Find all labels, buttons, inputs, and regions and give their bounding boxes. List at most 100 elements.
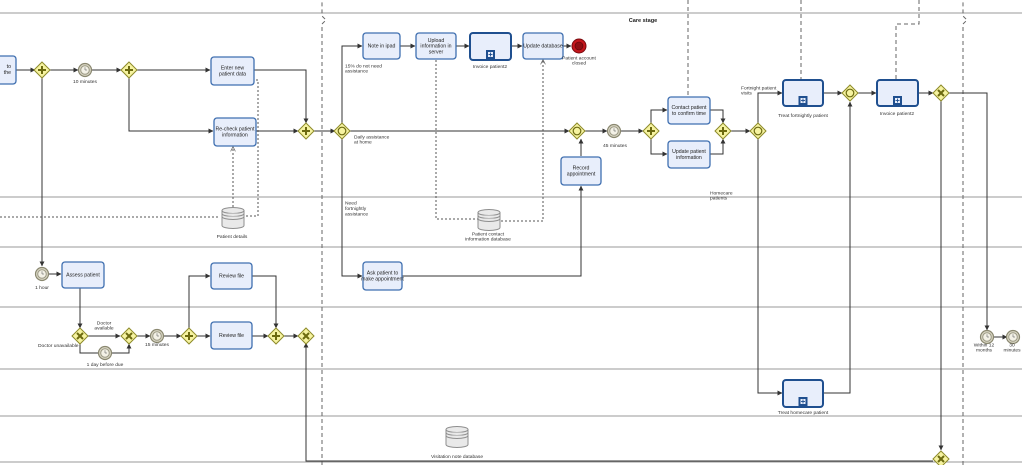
- task-assess-patient[interactable]: Assess patient: [61, 261, 105, 289]
- task-review-file-upper[interactable]: Review file: [210, 262, 253, 290]
- timer-event-1-hour: [34, 266, 50, 282]
- inclusive-gateway-8[interactable]: [749, 122, 767, 140]
- datastore-patient-details-label: Patient details: [217, 234, 248, 240]
- exclusive-gateway-16[interactable]: [932, 450, 950, 465]
- label-doctor-unavailable: Doctor unavailable: [38, 343, 79, 349]
- timer-event-1-day-before-due: [97, 345, 113, 361]
- exclusive-gateway-15[interactable]: [297, 327, 315, 345]
- timer-event-45-minutes: [606, 123, 622, 139]
- timer-event-within-12-months: [979, 329, 995, 345]
- inclusive-gateway-4[interactable]: [333, 122, 351, 140]
- end-event-patient-account-closed: [571, 38, 587, 54]
- task-update-database-label: Update database: [523, 44, 563, 50]
- exclusive-gateway-10[interactable]: [932, 84, 950, 102]
- task-partial-left-line1: to: [7, 64, 11, 70]
- parallel-gateway-13[interactable]: [180, 327, 198, 345]
- timer-event-10-minutes: [77, 62, 93, 78]
- task-partial-left-line2: the: [4, 70, 11, 76]
- datastore-patient-details: Patient details: [217, 207, 248, 240]
- subprocess-invoice-patient2-b-label: Invoice patient2: [880, 111, 915, 117]
- subprocess-treat-homecare-label: Treat homecare patient: [778, 410, 829, 416]
- datastore-visitation-note-db-label: Visitation note database: [431, 454, 483, 460]
- care-stage-title: Care stage: [629, 18, 658, 24]
- label-ten-minutes: 10 minutes: [73, 79, 97, 85]
- timer-event-15-minutes: [149, 328, 165, 344]
- task-assess-patient-label: Assess patient: [66, 273, 100, 279]
- label-forty-five-minutes: 45 minutes: [603, 143, 627, 149]
- inclusive-gateway-5[interactable]: [568, 122, 586, 140]
- parallel-gateway-6[interactable]: [642, 122, 660, 140]
- clock-icon: [1012, 334, 1015, 338]
- subprocess-invoice-patient2-a[interactable]: Invoice patient2: [469, 32, 512, 70]
- label-fifteen-minutes: 15 minutes: [145, 342, 169, 348]
- task-review-file-upper-label: Review file: [219, 274, 244, 280]
- parallel-gateway-14[interactable]: [267, 327, 285, 345]
- collapsed-marker-icon: [798, 96, 808, 105]
- parallel-gateway-1[interactable]: [33, 61, 51, 79]
- datastore-visitation-note-db: Visitation note database: [431, 426, 483, 460]
- parallel-gateway-2[interactable]: [120, 61, 138, 79]
- sequence-flows: [16, 43, 1008, 462]
- inclusive-gateway-9[interactable]: [841, 84, 859, 102]
- subprocess-treat-homecare[interactable]: Treat homecare patient: [778, 379, 829, 416]
- clock-icon: [104, 350, 107, 354]
- timer-event-30-minutes: [1005, 329, 1021, 345]
- parallel-gateway-3[interactable]: [297, 122, 315, 140]
- task-review-file-lower[interactable]: Review file: [210, 321, 253, 350]
- clock-icon: [156, 333, 159, 337]
- parallel-gateway-7[interactable]: [714, 122, 732, 140]
- subprocess-invoice-patient2-a-label: Invoice patient2: [473, 64, 508, 70]
- task-update-database[interactable]: Update database: [522, 32, 564, 60]
- data-associations: [0, 0, 920, 222]
- exclusive-gateway-12[interactable]: [120, 327, 138, 345]
- task-note-in-ipad-label: Note in ipad: [368, 44, 396, 50]
- subprocess-treat-fortnightly[interactable]: Treat fortnightly patient: [778, 79, 829, 119]
- clock-icon: [84, 67, 87, 71]
- collapsed-marker-icon: [893, 96, 902, 105]
- collapsed-marker-icon: [798, 397, 808, 406]
- task-review-file-lower-label: Review file: [219, 333, 244, 339]
- clock-icon: [986, 334, 989, 338]
- gateways-layer: [33, 61, 950, 465]
- label-one-day-before-due: 1 day before due: [87, 362, 124, 368]
- exclusive-gateway-11[interactable]: [71, 327, 89, 345]
- collapsed-marker-icon: [486, 50, 495, 59]
- task-note-in-ipad[interactable]: Note in ipad: [362, 32, 401, 60]
- events-layer: [34, 38, 1021, 361]
- clock-icon: [613, 128, 616, 132]
- label-one-hour: 1 hour: [35, 285, 49, 291]
- clock-icon: [41, 271, 44, 275]
- subprocess-invoice-patient2-b[interactable]: Invoice patient2: [876, 79, 919, 117]
